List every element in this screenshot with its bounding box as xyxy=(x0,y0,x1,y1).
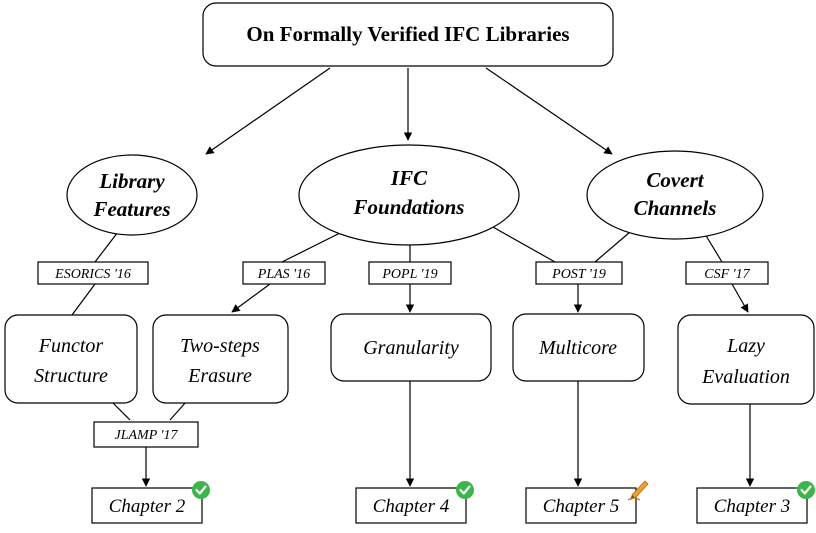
chapter-3: Chapter 3 xyxy=(696,481,815,524)
work-erasure-line2: Erasure xyxy=(187,365,252,387)
topic-library-line1: Library xyxy=(98,169,165,193)
chapter-2-label: Chapter 2 xyxy=(109,496,186,517)
topic-covert-line2: Channels xyxy=(634,196,717,220)
edge-esorics-functor xyxy=(71,283,96,316)
topic-covert-channels: Covert Channels xyxy=(586,150,764,240)
work-functor-line1: Functor xyxy=(38,335,104,357)
work-two-steps-erasure: Two-steps Erasure xyxy=(152,314,289,404)
venue-plas16-label: PLAS '16 xyxy=(257,267,310,282)
venue-esorics16-label: ESORICS '16 xyxy=(54,267,131,282)
edge-foundations-post xyxy=(483,221,556,263)
venue-csf17-label: CSF '17 xyxy=(704,267,750,282)
work-lazy-line2: Evaluation xyxy=(701,366,790,388)
edge-covert-post xyxy=(594,231,631,263)
edge-erasure-jlamp xyxy=(169,401,187,421)
topic-ifc-foundations: IFC Foundations xyxy=(298,144,520,246)
work-lazy-line1: Lazy xyxy=(726,335,765,357)
venue-popl19: POPL '19 xyxy=(368,261,452,285)
work-functor-line2: Structure xyxy=(34,365,108,387)
edge-library-esorics xyxy=(94,231,119,263)
venue-plas16: PLAS '16 xyxy=(242,261,326,285)
chapter-3-label: Chapter 3 xyxy=(714,496,791,517)
work-granularity: Granularity xyxy=(330,313,492,382)
work-erasure-line1: Two-steps xyxy=(180,335,260,357)
topic-library-line2: Features xyxy=(92,197,170,221)
edge-csf-lazy xyxy=(731,283,749,313)
edge-covert-csf xyxy=(704,233,723,263)
work-lazy-evaluation: Lazy Evaluation xyxy=(677,314,815,405)
topic-foundations-line1: IFC xyxy=(390,166,428,190)
chapter-2: Chapter 2 xyxy=(91,481,210,524)
topic-covert-line1: Covert xyxy=(646,168,704,192)
work-multicore-line1: Multicore xyxy=(538,337,617,359)
edge-root-library xyxy=(205,67,331,155)
topic-foundations-line2: Foundations xyxy=(353,195,465,219)
edge-functor-jlamp xyxy=(111,401,131,421)
root-node: On Formally Verified IFC Libraries xyxy=(202,2,614,67)
writing-hand-icon xyxy=(627,480,649,501)
root-title: On Formally Verified IFC Libraries xyxy=(246,22,569,46)
venue-jlamp17: JLAMP '17 xyxy=(93,421,199,448)
done-check-icon xyxy=(192,481,210,499)
chapter-4: Chapter 4 xyxy=(355,481,474,524)
work-functor-structure: Functor Structure xyxy=(4,314,138,404)
venue-post19: POST '19 xyxy=(535,261,623,285)
venue-csf17: CSF '17 xyxy=(685,261,769,285)
chapter-5: Chapter 5 xyxy=(525,480,649,524)
chapter-5-label: Chapter 5 xyxy=(543,496,620,517)
work-multicore: Multicore xyxy=(512,313,645,382)
venue-post19-label: POST '19 xyxy=(551,267,606,282)
edge-plas-erasure xyxy=(231,283,271,313)
venue-popl19-label: POPL '19 xyxy=(381,267,437,282)
topic-library-features: Library Features xyxy=(66,154,198,236)
edge-root-covert xyxy=(485,67,613,155)
venue-esorics16: ESORICS '16 xyxy=(37,261,149,285)
venue-jlamp17-label: JLAMP '17 xyxy=(114,428,178,443)
chapter-4-label: Chapter 4 xyxy=(373,496,450,517)
done-check-icon xyxy=(797,481,815,499)
work-granularity-line1: Granularity xyxy=(363,337,459,359)
done-check-icon xyxy=(456,481,474,499)
